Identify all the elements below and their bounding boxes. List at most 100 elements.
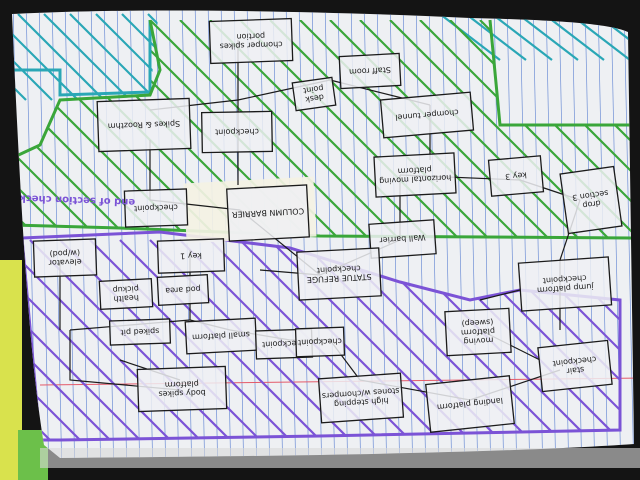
- node-statue-refuge: STATUE REFUGEcheckpoint: [296, 247, 382, 301]
- node-box: [294, 326, 346, 358]
- node-label: checkpoint: [262, 338, 306, 349]
- node-box: [226, 184, 310, 242]
- node-key-3: key 3: [487, 155, 545, 197]
- node-label: jump platformcheckpoint: [536, 273, 595, 295]
- node-label: checkpoint: [215, 127, 259, 137]
- node-label: checkpoint: [298, 336, 342, 347]
- node-box: [291, 76, 337, 112]
- node-checkpoint-mid2: checkpoint: [294, 326, 346, 358]
- hatch-stroke: [69, 13, 157, 101]
- node-elevator: elevator(w/pod): [32, 238, 98, 278]
- node-label: deskpoint: [303, 83, 326, 104]
- node-box: [96, 97, 192, 153]
- node-label: Wall barrier: [378, 233, 425, 245]
- grid-line: [38, 10, 50, 459]
- hatch-stroke: [22, 239, 111, 440]
- node-body-spikes-platform: body spikesplatform: [136, 365, 228, 413]
- node-label: Spikes & Roozthm: [107, 119, 180, 131]
- node-label: COLUMN BARRIER: [231, 206, 304, 219]
- node-box: [444, 307, 512, 357]
- pencil: [0, 260, 22, 480]
- grid-line: [584, 10, 596, 459]
- node-label: healthpickup: [112, 284, 139, 303]
- node-checkpoint-left: checkpoint: [123, 188, 189, 228]
- node-pod-area: pod area: [156, 274, 210, 306]
- node-box: [208, 17, 294, 65]
- node-chomper-tunnel: chomper tunnel: [379, 91, 475, 139]
- node-box: [559, 165, 623, 235]
- hatch-stroke: [12, 20, 81, 238]
- node-box: [32, 238, 98, 278]
- node-horizontal-moving-platform: horizontal movingplatform: [373, 152, 457, 198]
- hatch-stroke: [543, 13, 605, 61]
- hatch-stroke: [95, 13, 160, 101]
- hatch-stroke: [517, 13, 579, 61]
- node-box: [136, 365, 228, 413]
- grid-line: [285, 10, 297, 459]
- hatch-stroke: [449, 20, 634, 238]
- node-label: horizontal movingplatform: [378, 164, 451, 186]
- node-checkpoint-top: checkpoint: [200, 110, 274, 154]
- page-edge: [40, 448, 640, 468]
- grid-line: [506, 10, 518, 459]
- grid-line: [519, 10, 531, 459]
- grid-line: [558, 10, 570, 459]
- hatch-stroke: [121, 13, 160, 101]
- node-box: [98, 277, 154, 311]
- grid-line: [116, 10, 128, 459]
- grid-line: [532, 10, 544, 459]
- node-label: body spikesplatform: [158, 379, 206, 399]
- node-label: small platform: [192, 330, 250, 342]
- node-box: [156, 238, 226, 274]
- hatch-stroke: [12, 13, 79, 101]
- node-moving-platform-sweep: movingplatform(sweep): [444, 307, 512, 357]
- node-box: [517, 256, 613, 312]
- node-label: spiked pit: [120, 327, 159, 337]
- hatch-stroke: [17, 13, 105, 101]
- grid-line: [597, 10, 609, 459]
- hatch-stroke: [491, 13, 553, 61]
- hatch-stroke: [43, 13, 131, 101]
- node-label: key 3: [505, 170, 527, 181]
- hatch-stroke: [465, 13, 527, 61]
- node-box: [296, 247, 382, 301]
- hatch-stroke: [22, 239, 81, 440]
- node-box: [379, 91, 475, 139]
- node-label: pod area: [165, 284, 201, 295]
- grid-line: [623, 10, 634, 459]
- node-column-barrier: COLUMN BARRIER: [226, 184, 310, 242]
- node-box: [317, 372, 405, 424]
- node-box: [368, 219, 437, 259]
- node-box: [373, 152, 457, 198]
- node-box: [123, 188, 189, 228]
- node-box: [156, 274, 210, 306]
- node-drop-section-3: dropsection 3: [559, 165, 623, 235]
- end-of-section-annotation: end of section checkpoint: [0, 191, 135, 207]
- node-high-stepping-stones: high steppingstones w/chompers: [317, 372, 405, 424]
- node-staff-room: Staff room: [338, 52, 402, 90]
- node-box: [338, 52, 402, 90]
- node-label: Staff room: [349, 65, 391, 76]
- hatch-stroke: [22, 239, 141, 440]
- node-chomper-spikes-portion: chomper spikesportion: [208, 17, 294, 65]
- node-box: [487, 155, 545, 197]
- grid-line: [103, 10, 115, 459]
- node-jump-platform-checkpoint: jump platformcheckpoint: [517, 256, 613, 312]
- node-box: [108, 318, 172, 346]
- node-label: elevator(w/pod): [47, 248, 81, 267]
- node-label: chomper spikesportion: [219, 31, 282, 51]
- node-desk-point: deskpoint: [291, 76, 337, 112]
- node-wall-barrier: Wall barrier: [368, 219, 437, 259]
- hatch-stroke: [12, 20, 111, 238]
- node-stair-checkpoint: staircheckpoint: [537, 339, 613, 393]
- node-label: movingplatform(sweep): [460, 317, 496, 346]
- node-box: [425, 375, 515, 433]
- teal-region: [12, 13, 160, 101]
- node-label: key 1: [180, 251, 202, 261]
- node-spiked-pit: spiked pit: [108, 318, 172, 346]
- node-key-1: key 1: [156, 238, 226, 274]
- node-small-platform: small platform: [184, 317, 258, 355]
- grid-line: [259, 10, 271, 459]
- grid-line: [545, 10, 557, 459]
